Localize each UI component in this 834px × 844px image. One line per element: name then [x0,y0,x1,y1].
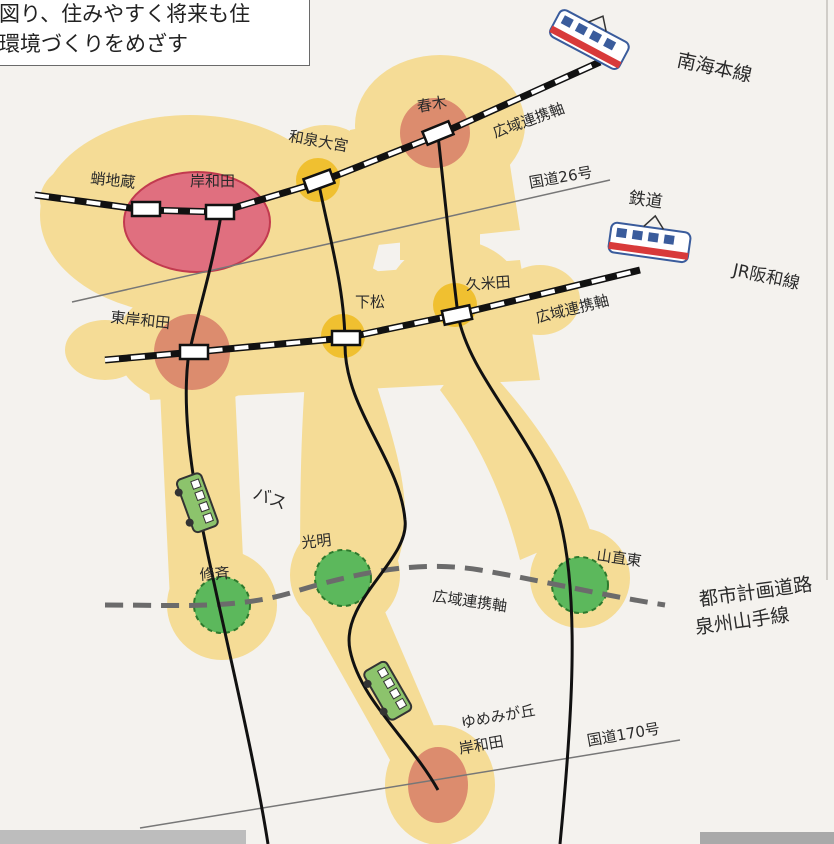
shimomatsu-station-marker [330,329,362,347]
kishiwada-main-center [123,171,271,273]
takojizo-station-marker [130,200,162,218]
caption-line-2: 環境づくりをめざす [0,32,188,56]
caption-box: 図り、住みやすく将来も住 環境づくりをめざす [0,0,310,66]
kishiwada-label: 岸和田 [190,172,235,190]
higashikishiwada-station-marker [178,343,210,361]
bus-route-east [436,134,574,844]
footer-tab-right [700,832,834,844]
jr-train-icon [607,214,692,264]
route-26-road [71,179,611,303]
nankai-railway [34,58,602,216]
senshu-yamate-label-line1: 都市計画道路 [698,573,814,611]
haruki-label: 春木 [416,93,449,116]
route-26-label: 国道26号 [528,163,594,192]
bus-label: バス [250,484,289,514]
bus-icon [363,660,413,721]
axis-label-lower: 広域連携軸 [431,587,508,615]
nankai-line-label: 南海本線 [675,49,754,86]
frame-divider [826,0,828,580]
bus-icon [174,472,219,534]
kishiwada-station-marker [204,203,236,221]
takojizo-label: 蛸地蔵 [90,169,137,192]
kumeda-label: 久米田 [465,273,511,294]
jr-line-label: JR阪和線 [730,260,801,294]
yamanaohigashi-green-center [551,556,609,614]
izumiomiya-station-marker [301,168,337,194]
route-170-road [139,739,681,829]
haruki-station-marker [420,119,456,147]
footer-tab-left [0,830,246,844]
komyo-label: 光明 [301,531,333,552]
kumeda-station-marker [440,303,474,327]
bus-route-central [316,179,440,791]
shimomatsu-label: 下松 [355,293,385,311]
nankai-train-icon [549,9,630,70]
shusai-label: 修斉 [199,564,230,584]
yumemigaoka-label-line1: ゆめみが丘 [460,701,537,732]
caption-line-1: 図り、住みやすく将来も住 [0,2,251,26]
railway-legend-label: 鉄道 [627,188,663,213]
